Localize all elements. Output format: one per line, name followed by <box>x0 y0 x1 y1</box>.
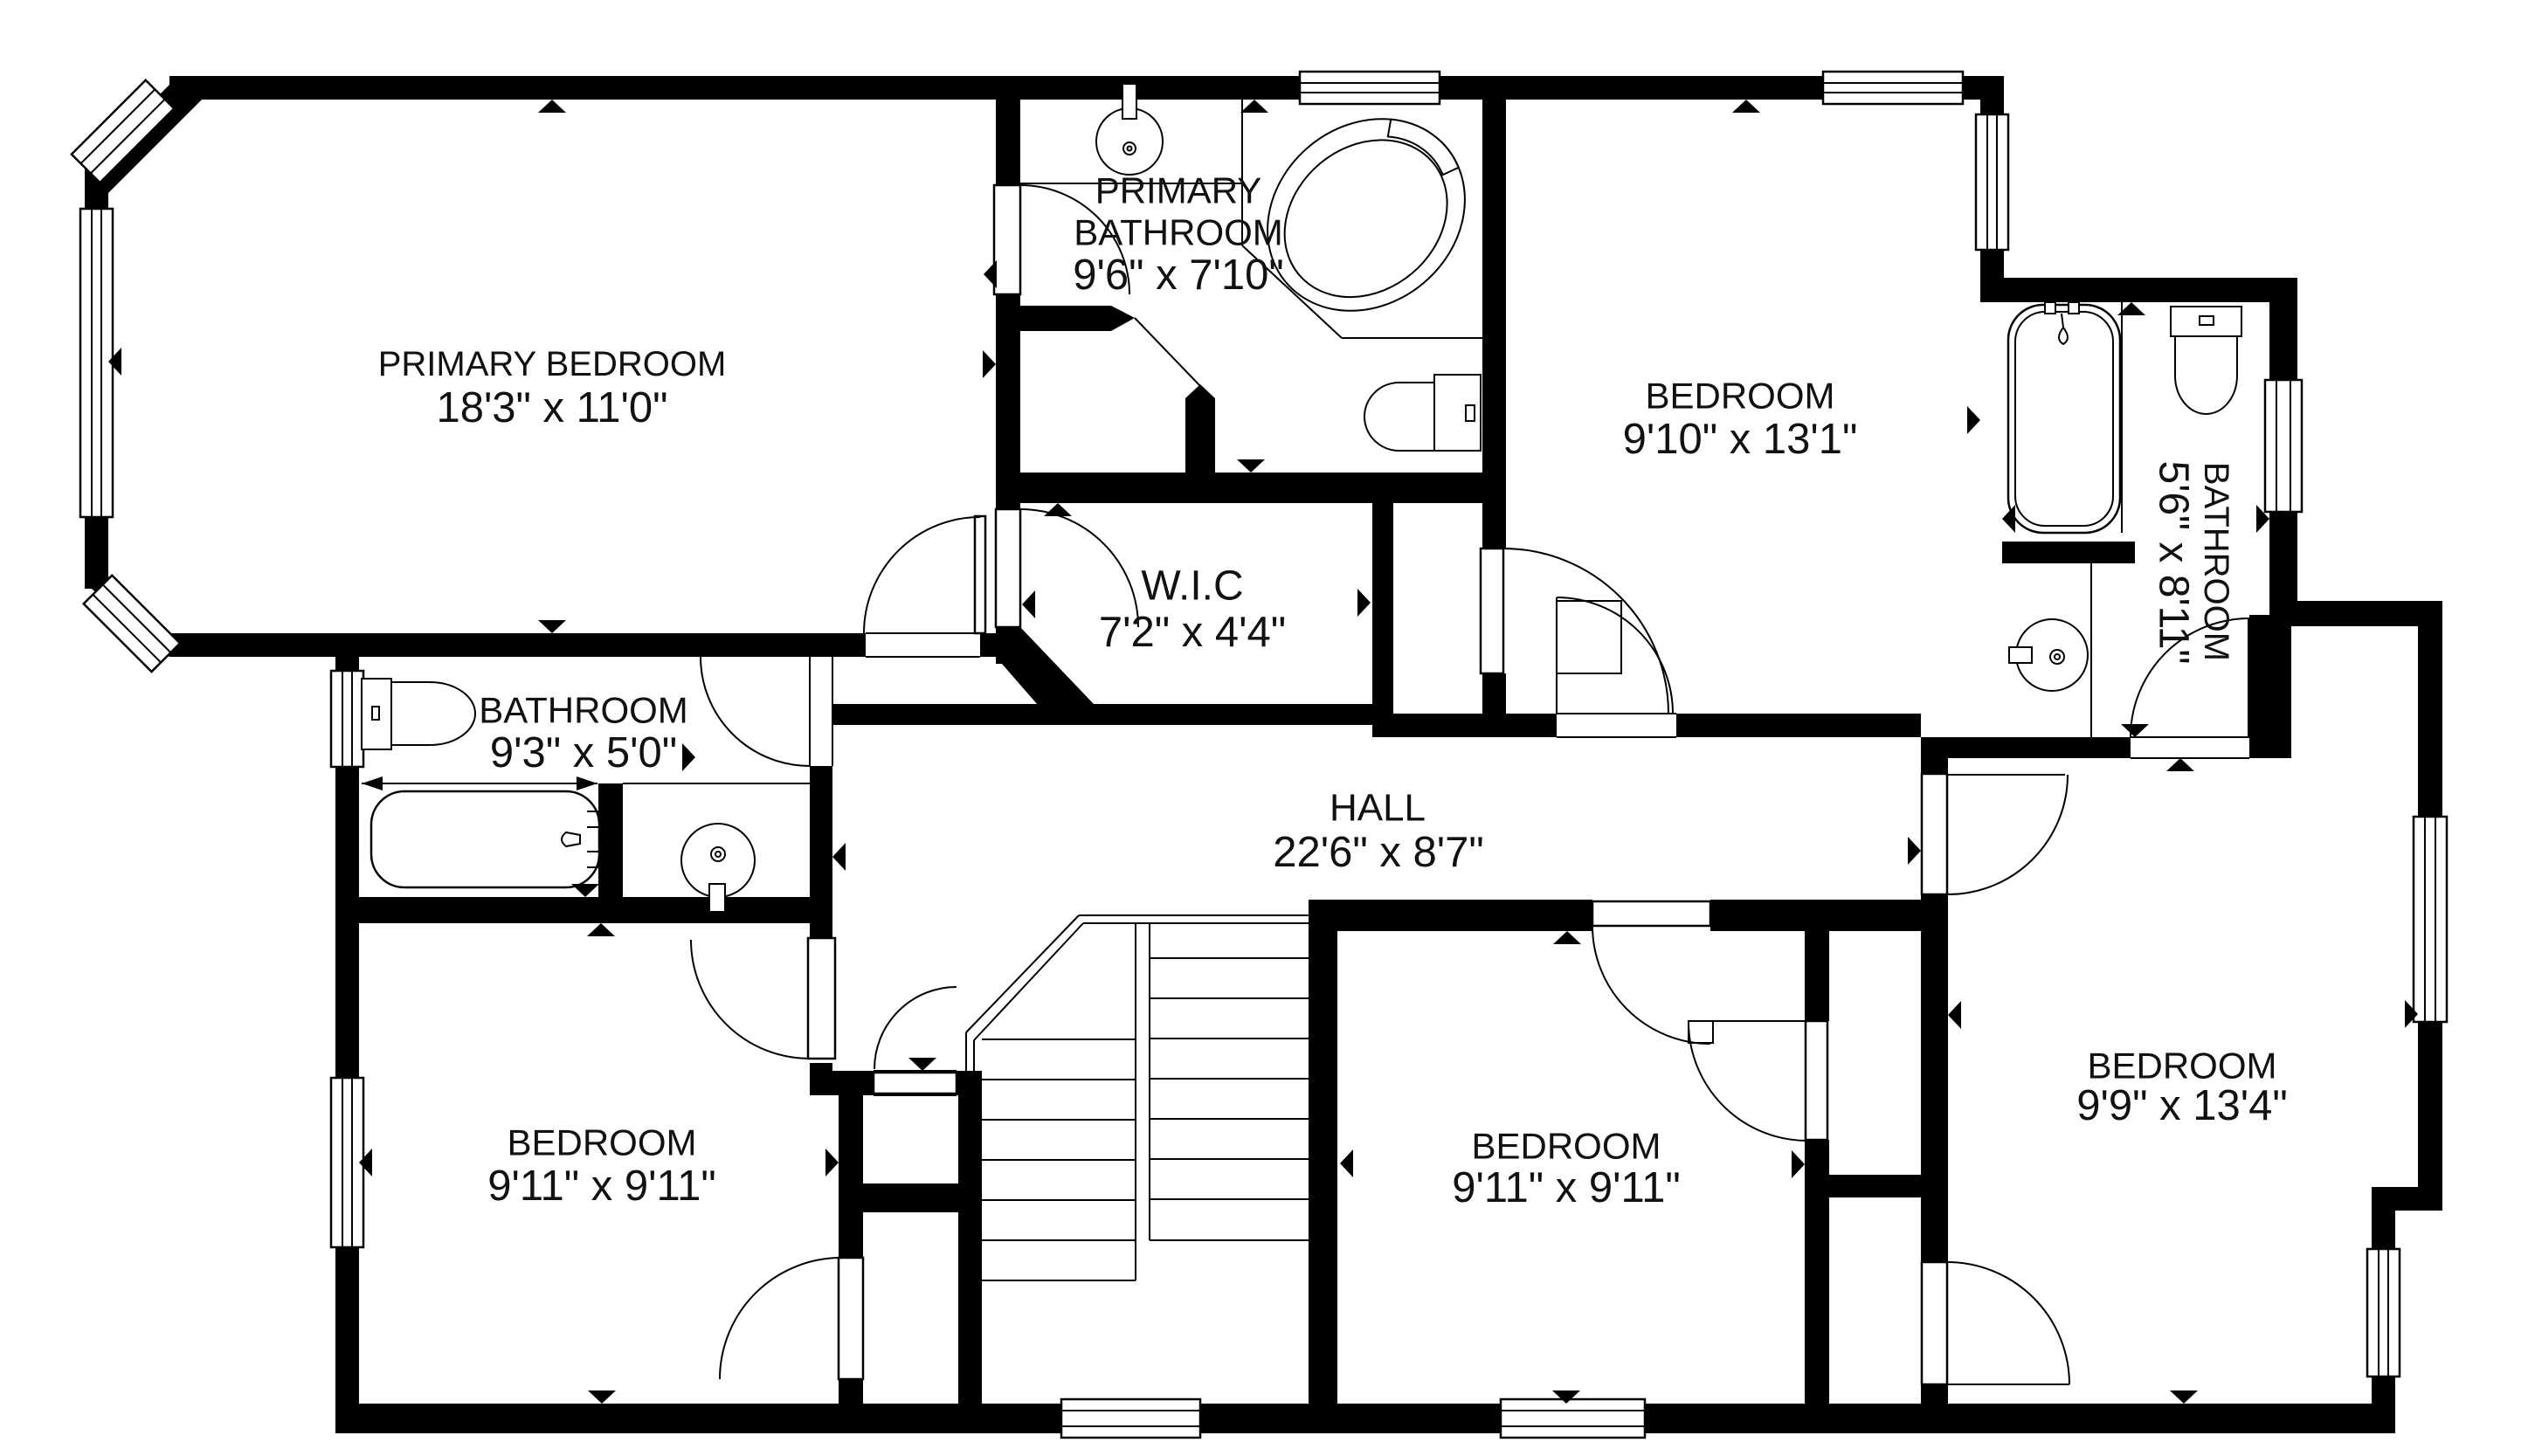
svg-text:9'6" x 7'10": 9'6" x 7'10" <box>1073 252 1283 299</box>
svg-text:PRIMARY BEDROOM: PRIMARY BEDROOM <box>378 345 727 383</box>
svg-text:HALL: HALL <box>1330 787 1426 830</box>
svg-text:BEDROOM: BEDROOM <box>1645 376 1834 417</box>
svg-text:9'9" x 13'4": 9'9" x 13'4" <box>2076 1082 2287 1129</box>
svg-text:BEDROOM: BEDROOM <box>2087 1045 2276 1087</box>
svg-text:W.I.C: W.I.C <box>1141 563 1243 610</box>
svg-text:BEDROOM: BEDROOM <box>1471 1126 1661 1167</box>
svg-text:22'6" x 8'7": 22'6" x 8'7" <box>1273 829 1483 876</box>
svg-text:9'10" x 13'1": 9'10" x 13'1" <box>1623 416 1858 463</box>
svg-text:BATHROOM: BATHROOM <box>2197 462 2235 661</box>
svg-text:18'3" x 11'0": 18'3" x 11'0" <box>436 384 667 431</box>
svg-text:BATHROOM: BATHROOM <box>1074 212 1283 253</box>
svg-text:BATHROOM: BATHROOM <box>479 690 688 731</box>
svg-text:9'3" x 5'0": 9'3" x 5'0" <box>490 729 677 776</box>
svg-text:9'11" x 9'11": 9'11" x 9'11" <box>1452 1164 1680 1211</box>
svg-text:9'11" x 9'11": 9'11" x 9'11" <box>487 1163 715 1210</box>
svg-text:BEDROOM: BEDROOM <box>507 1122 696 1163</box>
svg-text:PRIMARY: PRIMARY <box>1095 170 1262 211</box>
svg-text:5'6" x 8'11": 5'6" x 8'11" <box>2151 461 2197 665</box>
svg-text:7'2" x 4'4": 7'2" x 4'4" <box>1099 609 1286 656</box>
